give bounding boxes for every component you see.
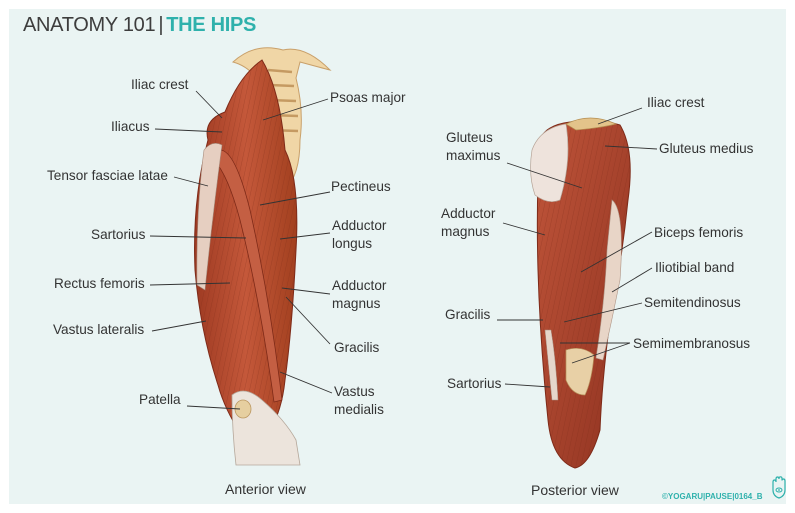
label-semitendinosus: Semitendinosus [644, 294, 741, 312]
label-iliac-crest-posterior: Iliac crest [647, 94, 704, 112]
label-iliac-crest-anterior: Iliac crest [131, 76, 188, 94]
label-iliacus: Iliacus [111, 118, 150, 136]
label-sartorius-anterior: Sartorius [91, 226, 145, 244]
label-pectineus: Pectineus [331, 178, 391, 196]
hamsa-hand-icon [770, 476, 788, 500]
label-gracilis-anterior: Gracilis [334, 339, 379, 357]
label-gluteus-medius: Gluteus medius [659, 140, 753, 158]
label-adductor-longus: Adductor longus [332, 217, 386, 253]
label-rectus-femoris: Rectus femoris [54, 275, 145, 293]
credit-line: ©YOGARU|PAUSE|0164_B [662, 492, 762, 501]
label-biceps-femoris: Biceps femoris [654, 224, 743, 242]
label-gracilis-posterior: Gracilis [445, 306, 490, 324]
caption-posterior-view: Posterior view [531, 482, 619, 498]
label-vastus-medialis: Vastus medialis [334, 383, 384, 419]
label-tensor-fasciae-latae: Tensor fasciae latae [47, 167, 168, 185]
caption-anterior-view: Anterior view [225, 481, 306, 497]
label-vastus-lateralis: Vastus lateralis [53, 321, 144, 339]
label-iliotibial-band: Iliotibial band [655, 259, 734, 277]
label-semimembranosus: Semimembranosus [633, 335, 750, 353]
posterior-leg-drawing [531, 118, 631, 468]
label-psoas-major: Psoas major [330, 89, 406, 107]
label-adductor-magnus-anterior: Adductor magnus [332, 277, 386, 313]
label-patella: Patella [139, 391, 181, 409]
label-gluteus-maximus: Gluteus maximus [446, 129, 500, 165]
label-adductor-magnus-posterior: Adductor magnus [441, 205, 495, 241]
label-sartorius-posterior: Sartorius [447, 375, 501, 393]
